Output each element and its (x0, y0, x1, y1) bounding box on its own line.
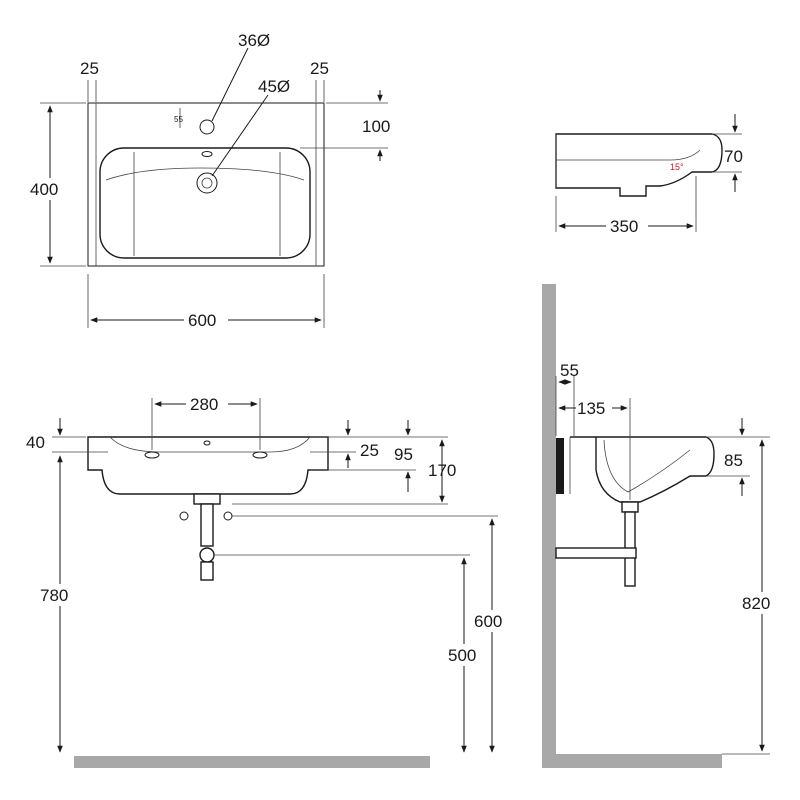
floor-front (74, 756, 430, 768)
wall-basin-inner (603, 439, 691, 493)
right-hole (252, 451, 268, 459)
basin-front-inner (109, 436, 311, 453)
drain-hole-leader (211, 94, 269, 177)
wall (542, 284, 556, 768)
drain-hole-inner (201, 177, 213, 189)
trap-outlet (200, 561, 214, 581)
side-depth-label: 350 (610, 217, 638, 236)
side-view-top: 15° 70 350 (555, 114, 743, 236)
wall-to-drain-label-bg (576, 398, 612, 418)
basin-side-profile (555, 133, 723, 197)
side-view-wall: 55 135 85 820 (542, 284, 784, 768)
side-depth-label-bg (606, 216, 648, 236)
width-label-bg (184, 310, 228, 330)
floor-to-top-label-bg (740, 592, 784, 614)
rim-left-label: 25 (80, 59, 99, 78)
top-view: 36Ø 45Ø 55 25 25 400 600 100 (28, 31, 390, 330)
wall-gap-label: 55 (560, 361, 579, 380)
tap-offset-label: 100 (362, 117, 390, 136)
front-view: 280 40 780 25 95 170 600 500 (26, 394, 512, 768)
wall-waste-pipe (555, 547, 637, 559)
basin-height-label: 95 (394, 445, 413, 464)
bowl-outline (99, 147, 311, 259)
hole-spacing-label: 280 (190, 395, 218, 414)
hole-spacing-label-bg (186, 394, 228, 414)
depth-label-bg (28, 178, 72, 200)
wall-bracket (556, 438, 564, 494)
drain-body (193, 493, 221, 505)
wall-rim-label: 85 (724, 451, 743, 470)
tap-hole (199, 119, 215, 135)
width-label: 600 (188, 311, 216, 330)
tap-inner-label: 55 (174, 115, 183, 124)
floor-side (542, 754, 722, 768)
floor-to-rim-label-bg (36, 584, 80, 606)
top-view-outline (87, 102, 325, 267)
basin-side-inner (556, 149, 701, 161)
bowl-inner-contour (105, 167, 305, 181)
trap-bend (199, 547, 215, 563)
overall-height-label: 170 (428, 461, 456, 480)
floor-to-trap-label: 600 (474, 612, 502, 631)
tap-hole-label: 36Ø (238, 31, 270, 50)
trap-marker-right (223, 511, 233, 521)
angle-label: 15° (670, 162, 684, 172)
floor-to-top-label: 820 (742, 594, 770, 613)
tap-hole-front (203, 440, 211, 446)
inner-rim-label: 25 (360, 441, 379, 460)
depth-label: 400 (30, 180, 58, 199)
trap-marker-left (179, 511, 189, 521)
wall-to-drain-label: 135 (577, 399, 605, 418)
front-rim-label: 40 (26, 433, 45, 452)
floor-to-trap-label-bg (472, 610, 512, 632)
drain-hole-label: 45Ø (258, 77, 290, 96)
left-hole (144, 451, 160, 459)
rim-right-label: 25 (310, 59, 329, 78)
floor-to-waste-label-bg (444, 644, 484, 666)
tap-hole-leader (211, 47, 249, 122)
floor-to-rim-label: 780 (40, 586, 68, 605)
drain-hole (196, 172, 218, 194)
trap-pipe (200, 503, 214, 547)
overflow-hole (201, 151, 213, 157)
floor-to-waste-label: 500 (448, 646, 476, 665)
basin-front-profile (87, 436, 329, 495)
side-rim-label: 70 (724, 147, 743, 166)
wall-drain-body (621, 501, 639, 513)
wall-basin-profile (570, 436, 715, 503)
